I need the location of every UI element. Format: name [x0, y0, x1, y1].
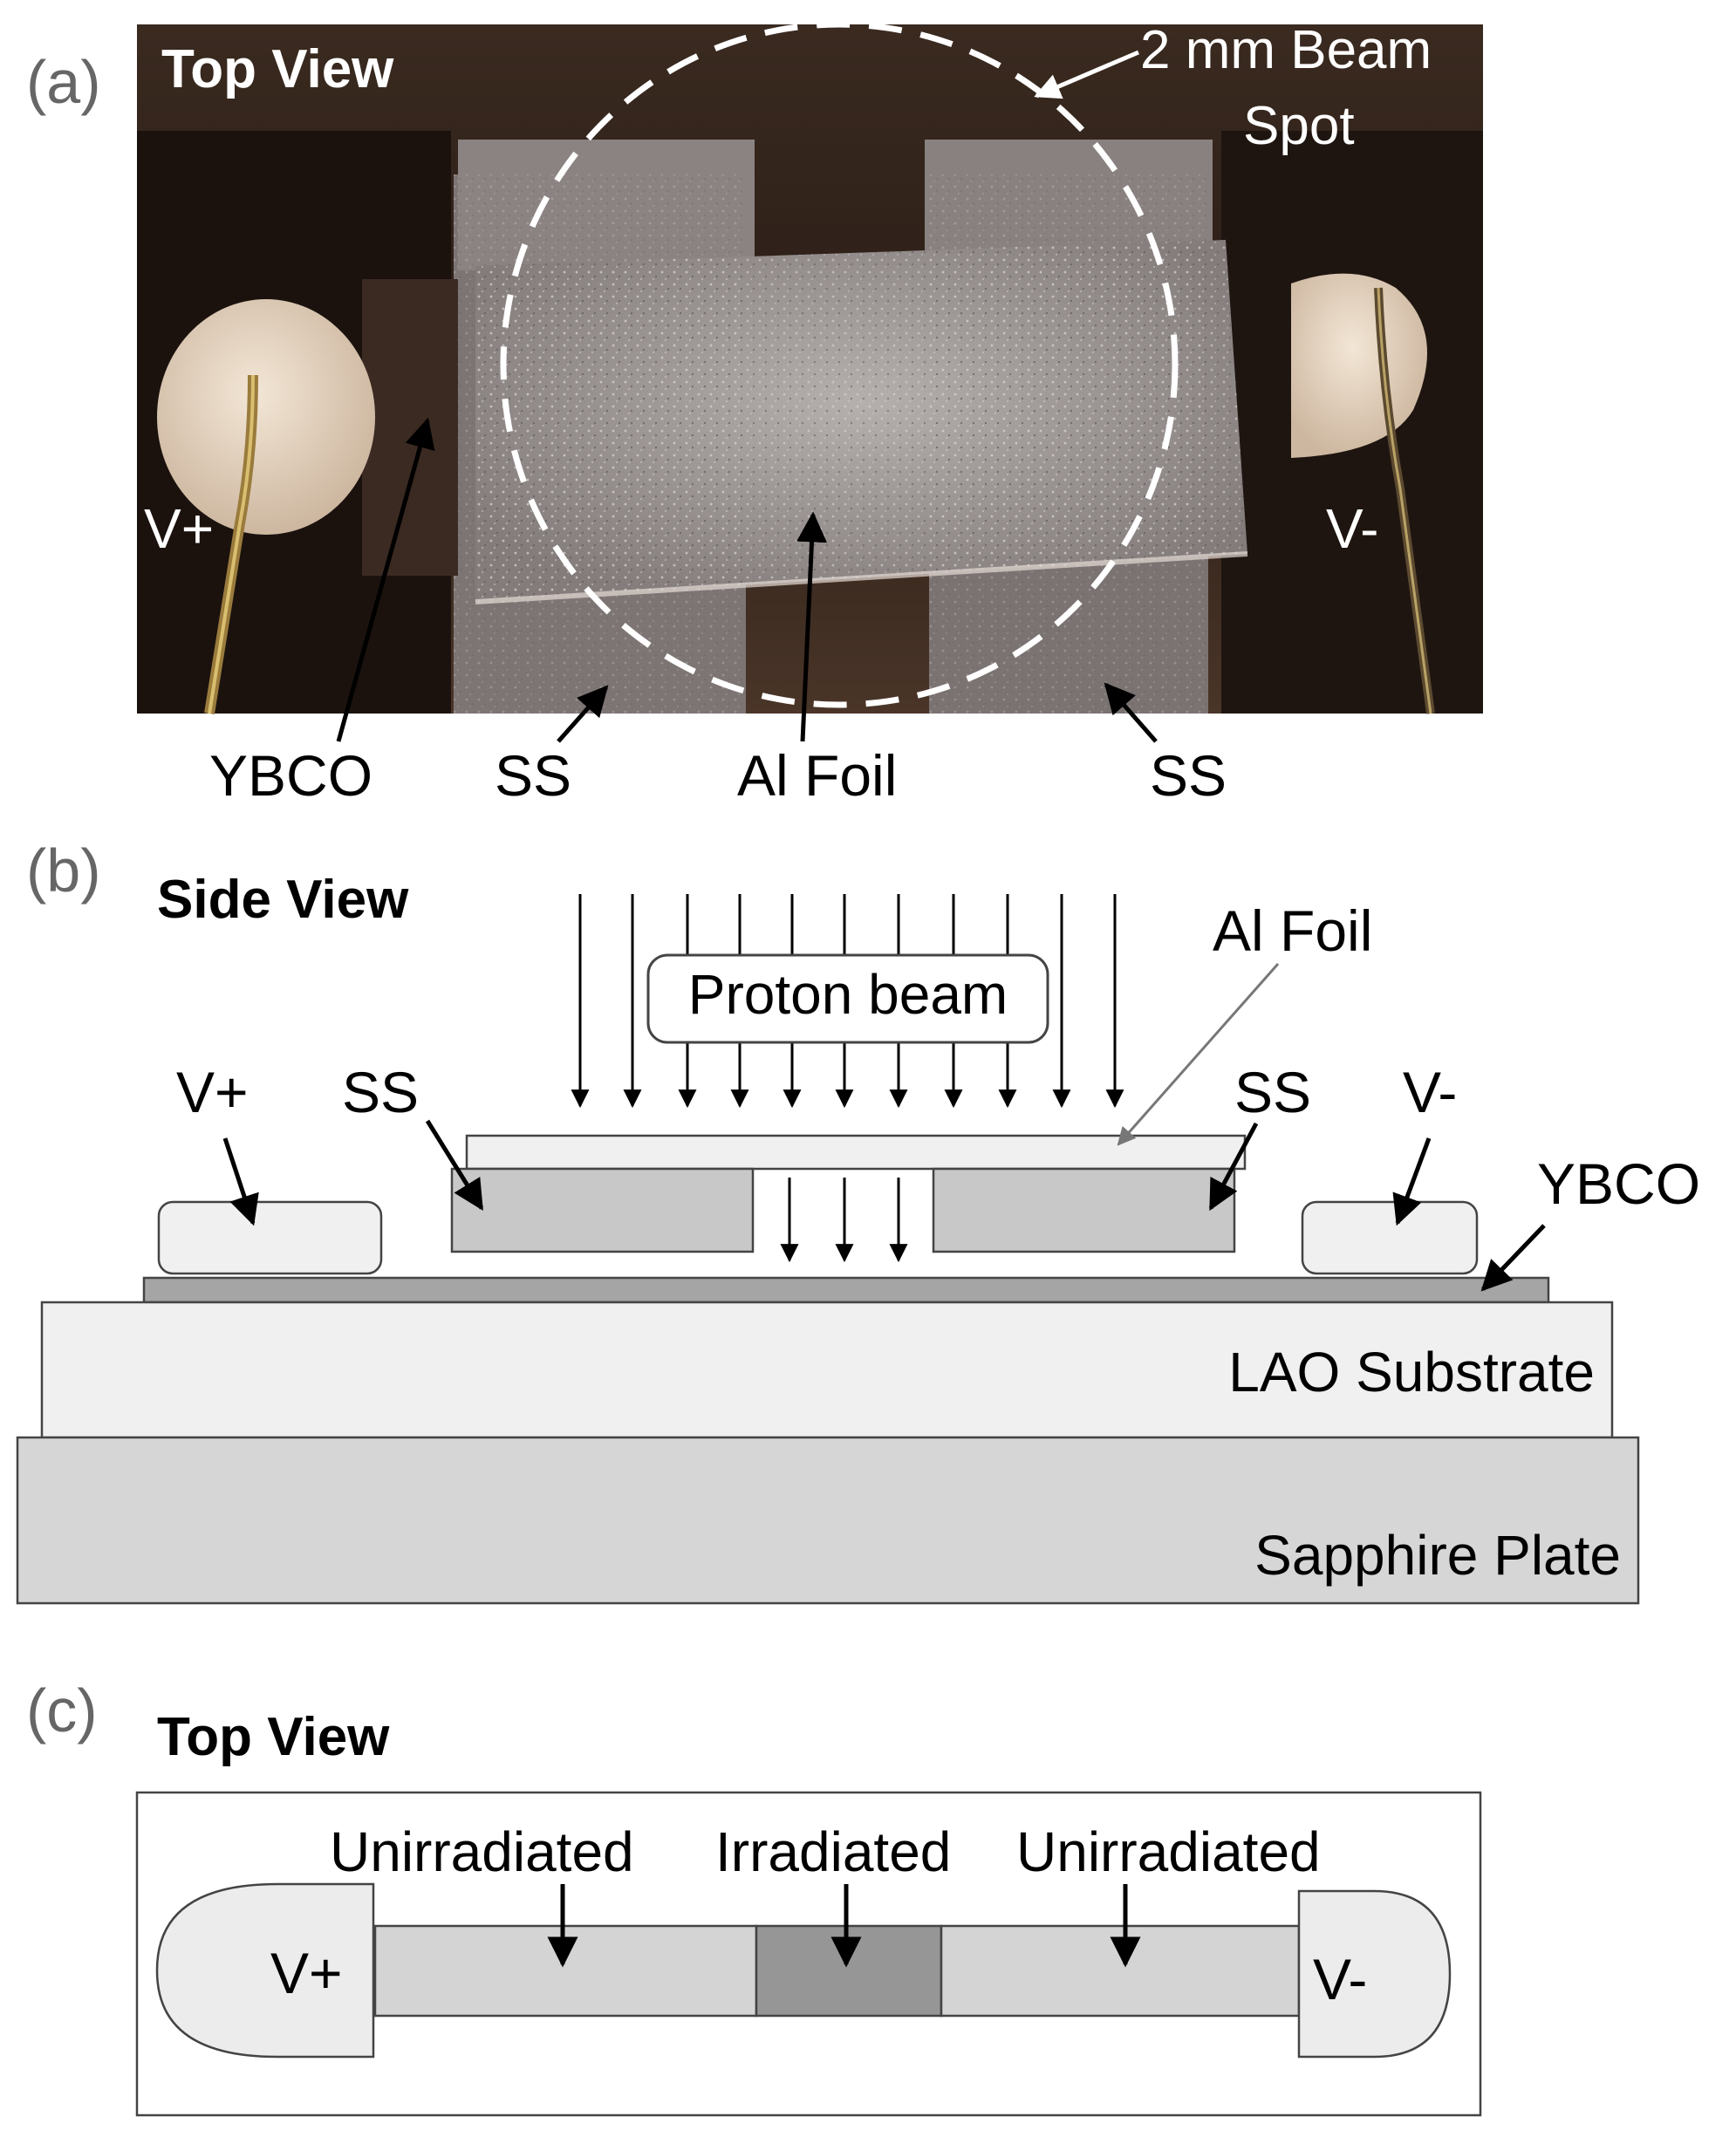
ss-right-pointer	[1104, 682, 1158, 743]
irradiated-segment	[755, 1924, 943, 2018]
v-minus-b-pointer	[1392, 1137, 1432, 1226]
label-v-minus-b: V-	[1403, 1060, 1457, 1124]
al-foil-pointer	[796, 511, 828, 742]
photo-v-plus: V+	[144, 497, 214, 560]
label-unirradiated-left: Unirradiated	[330, 1820, 634, 1883]
proton-beam-label: Proton beam	[688, 963, 1008, 1026]
label-unirradiated-right: Unirradiated	[1016, 1820, 1321, 1883]
v-plus-pad	[157, 1200, 383, 1275]
label-v-plus-c: V+	[270, 1941, 343, 2005]
v-plus-b-pointer	[222, 1137, 259, 1226]
label-ybco: YBCO	[209, 743, 372, 808]
v-minus-pad-c	[1297, 1889, 1452, 2059]
unirradiated-left-segment	[373, 1924, 758, 2018]
panel-b-title: Side View	[157, 870, 409, 930]
photo-v-minus: V-	[1326, 497, 1378, 560]
label-al-foil-b: Al Foil	[1213, 898, 1372, 963]
label-ss-left: SS	[495, 743, 571, 808]
v-plus-pad-c	[155, 1882, 375, 2059]
label-ybco-b: YBCO	[1537, 1151, 1700, 1216]
label-irradiated: Irradiated	[715, 1820, 951, 1883]
beam-spot-circle	[500, 21, 1179, 708]
left-contact-pad	[157, 299, 375, 535]
al-foil-layer	[465, 1134, 1247, 1171]
ss-right-b-pointer	[1208, 1122, 1259, 1212]
unirradiated-right-segment	[940, 1924, 1301, 2018]
label-v-plus-b: V+	[176, 1060, 249, 1124]
lao-substrate	[40, 1301, 1614, 1439]
beam-spot-pointer	[1034, 50, 1139, 99]
ss-left-block	[450, 1167, 755, 1253]
label-ss-left-b: SS	[342, 1060, 419, 1124]
panel-a-tag: (a)	[26, 48, 101, 116]
ybco-bridge	[362, 279, 458, 576]
panel-b: (b) Side View Proton beam	[16, 836, 1700, 1605]
panel-c: (c) Top View V+ V- Unirradiated Irradiat…	[26, 1676, 1482, 2117]
label-ss-right: SS	[1150, 743, 1227, 808]
sapphire-plate	[16, 1436, 1640, 1605]
ss-left-b-pointer	[425, 1119, 484, 1211]
panel-b-tag: (b)	[26, 836, 101, 905]
v-minus-pad	[1301, 1200, 1479, 1275]
gap-arrows	[780, 1178, 908, 1263]
panel-a: (a)	[26, 20, 1483, 808]
photo-top-view	[137, 21, 1483, 714]
ybco-film	[142, 1276, 1550, 1304]
panel-a-title: Top View	[161, 39, 394, 99]
ss-right-block	[932, 1167, 1236, 1253]
ybco-pointer	[336, 417, 435, 742]
ss-left-pointer	[557, 685, 609, 743]
label-v-minus-c: V-	[1313, 1947, 1367, 2011]
label-al-foil: Al Foil	[737, 743, 897, 808]
beam-spot-label-line2: Spot	[1243, 96, 1355, 156]
proton-beam-label-box	[646, 953, 1049, 1044]
beam-spot-label-line1: 2 mm Beam	[1140, 20, 1432, 80]
label-sapphire-plate: Sapphire Plate	[1254, 1524, 1621, 1587]
panel-c-tag: (c)	[26, 1676, 98, 1745]
label-ss-right-b: SS	[1234, 1060, 1311, 1124]
label-lao-substrate: LAO Substrate	[1228, 1341, 1595, 1403]
al-foil-b-pointer	[1117, 963, 1280, 1146]
panel-c-title: Top View	[157, 1707, 390, 1767]
right-contact-pad	[1291, 273, 1427, 458]
ybco-b-pointer	[1480, 1224, 1546, 1292]
